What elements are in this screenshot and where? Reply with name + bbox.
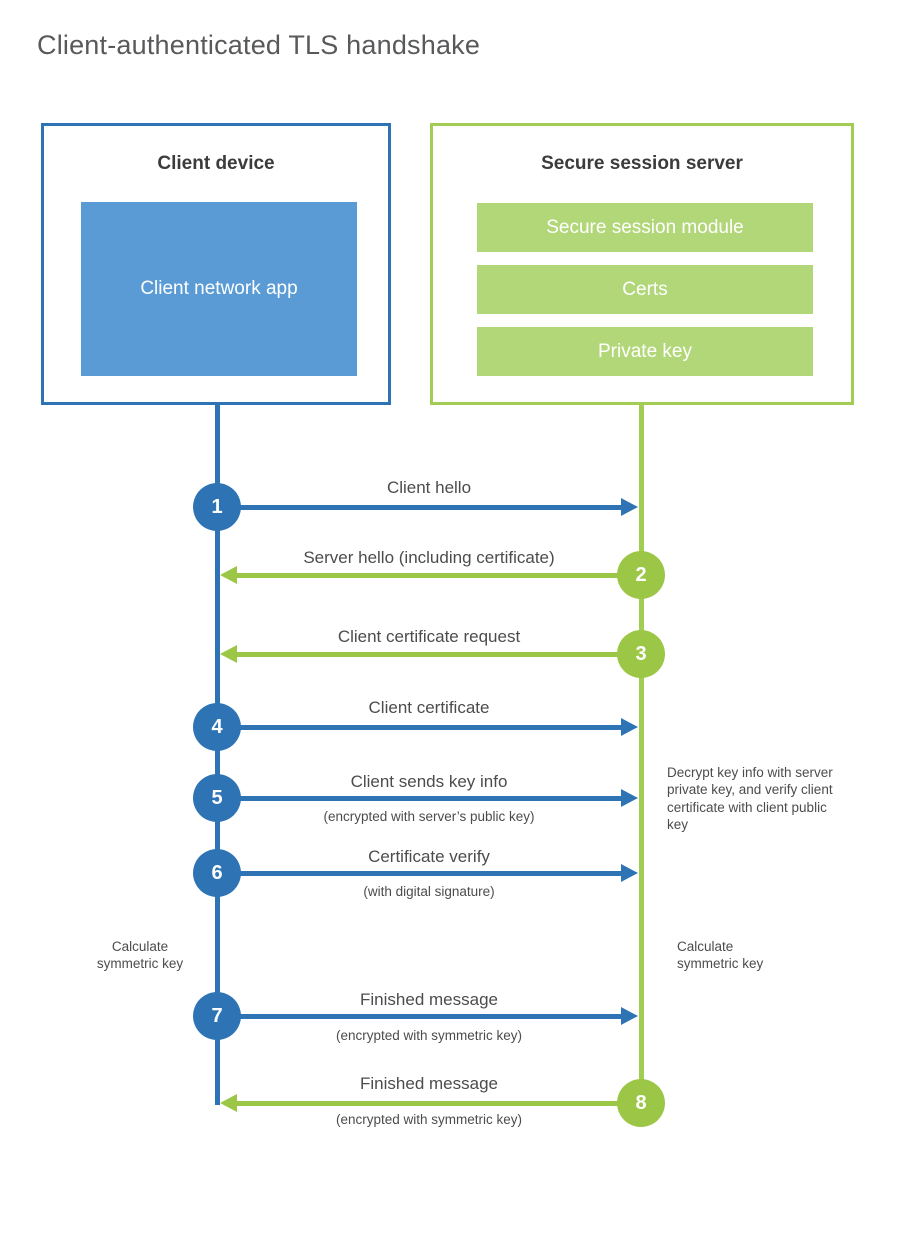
message-arrow-line bbox=[217, 505, 624, 510]
server-module-secure-session: Secure session module bbox=[477, 203, 813, 252]
message-label: Finished message bbox=[360, 1074, 498, 1093]
arrow-left-icon bbox=[220, 645, 237, 663]
arrow-right-icon bbox=[621, 789, 638, 807]
message-arrow-line bbox=[217, 871, 624, 876]
step-number-badge: 6 bbox=[193, 849, 241, 897]
message-arrow-line bbox=[235, 573, 641, 578]
server-module-certs: Certs bbox=[477, 265, 813, 314]
calculate-symmetric-key-left: Calculate symmetric key bbox=[96, 939, 184, 972]
step-number-badge: 7 bbox=[193, 992, 241, 1040]
client-device-box: Client device Client network app bbox=[41, 123, 391, 405]
message-sublabel: (encrypted with symmetric key) bbox=[335, 1028, 523, 1043]
client-lifeline bbox=[215, 405, 220, 1105]
server-lifeline bbox=[639, 405, 644, 1105]
decrypt-key-note: Decrypt key info with server private key… bbox=[667, 765, 833, 832]
step-number-badge: 8 bbox=[617, 1079, 665, 1127]
arrow-right-icon bbox=[621, 1007, 638, 1025]
step-number-badge: 4 bbox=[193, 703, 241, 751]
message-label: Server hello (including certificate) bbox=[303, 548, 555, 567]
message-label: Client certificate request bbox=[337, 627, 521, 646]
step-number-badge: 1 bbox=[193, 483, 241, 531]
client-device-title: Client device bbox=[157, 153, 275, 174]
message-label: Client hello bbox=[386, 478, 472, 497]
message-label: Client certificate bbox=[368, 698, 490, 717]
message-sublabel: (with digital signature) bbox=[363, 884, 495, 899]
message-sublabel: (encrypted with server’s public key) bbox=[323, 809, 535, 824]
arrow-right-icon bbox=[621, 864, 638, 882]
message-arrow-line bbox=[235, 652, 641, 657]
message-arrow-line bbox=[235, 1101, 641, 1106]
secure-session-server-title: Secure session server bbox=[541, 153, 743, 174]
calculate-symmetric-key-right: Calculate symmetric key bbox=[677, 939, 764, 972]
server-module-private-key: Private key bbox=[477, 327, 813, 376]
step-number-badge: 5 bbox=[193, 774, 241, 822]
arrow-left-icon bbox=[220, 566, 237, 584]
message-arrow-line bbox=[217, 796, 624, 801]
message-label: Finished message bbox=[360, 990, 498, 1009]
secure-session-server-box: Secure session server Secure session mod… bbox=[430, 123, 854, 405]
message-label: Client sends key info bbox=[350, 772, 508, 791]
message-arrow-line bbox=[217, 1014, 624, 1019]
step-number-badge: 2 bbox=[617, 551, 665, 599]
message-arrow-line bbox=[217, 725, 624, 730]
arrow-right-icon bbox=[621, 718, 638, 736]
message-label: Certificate verify bbox=[368, 847, 490, 866]
client-network-app-box: Client network app bbox=[81, 202, 357, 376]
arrow-right-icon bbox=[621, 498, 638, 516]
page-title: Client-authenticated TLS handshake bbox=[37, 30, 481, 60]
step-number-badge: 3 bbox=[617, 630, 665, 678]
arrow-left-icon bbox=[220, 1094, 237, 1112]
message-sublabel: (encrypted with symmetric key) bbox=[335, 1112, 523, 1127]
